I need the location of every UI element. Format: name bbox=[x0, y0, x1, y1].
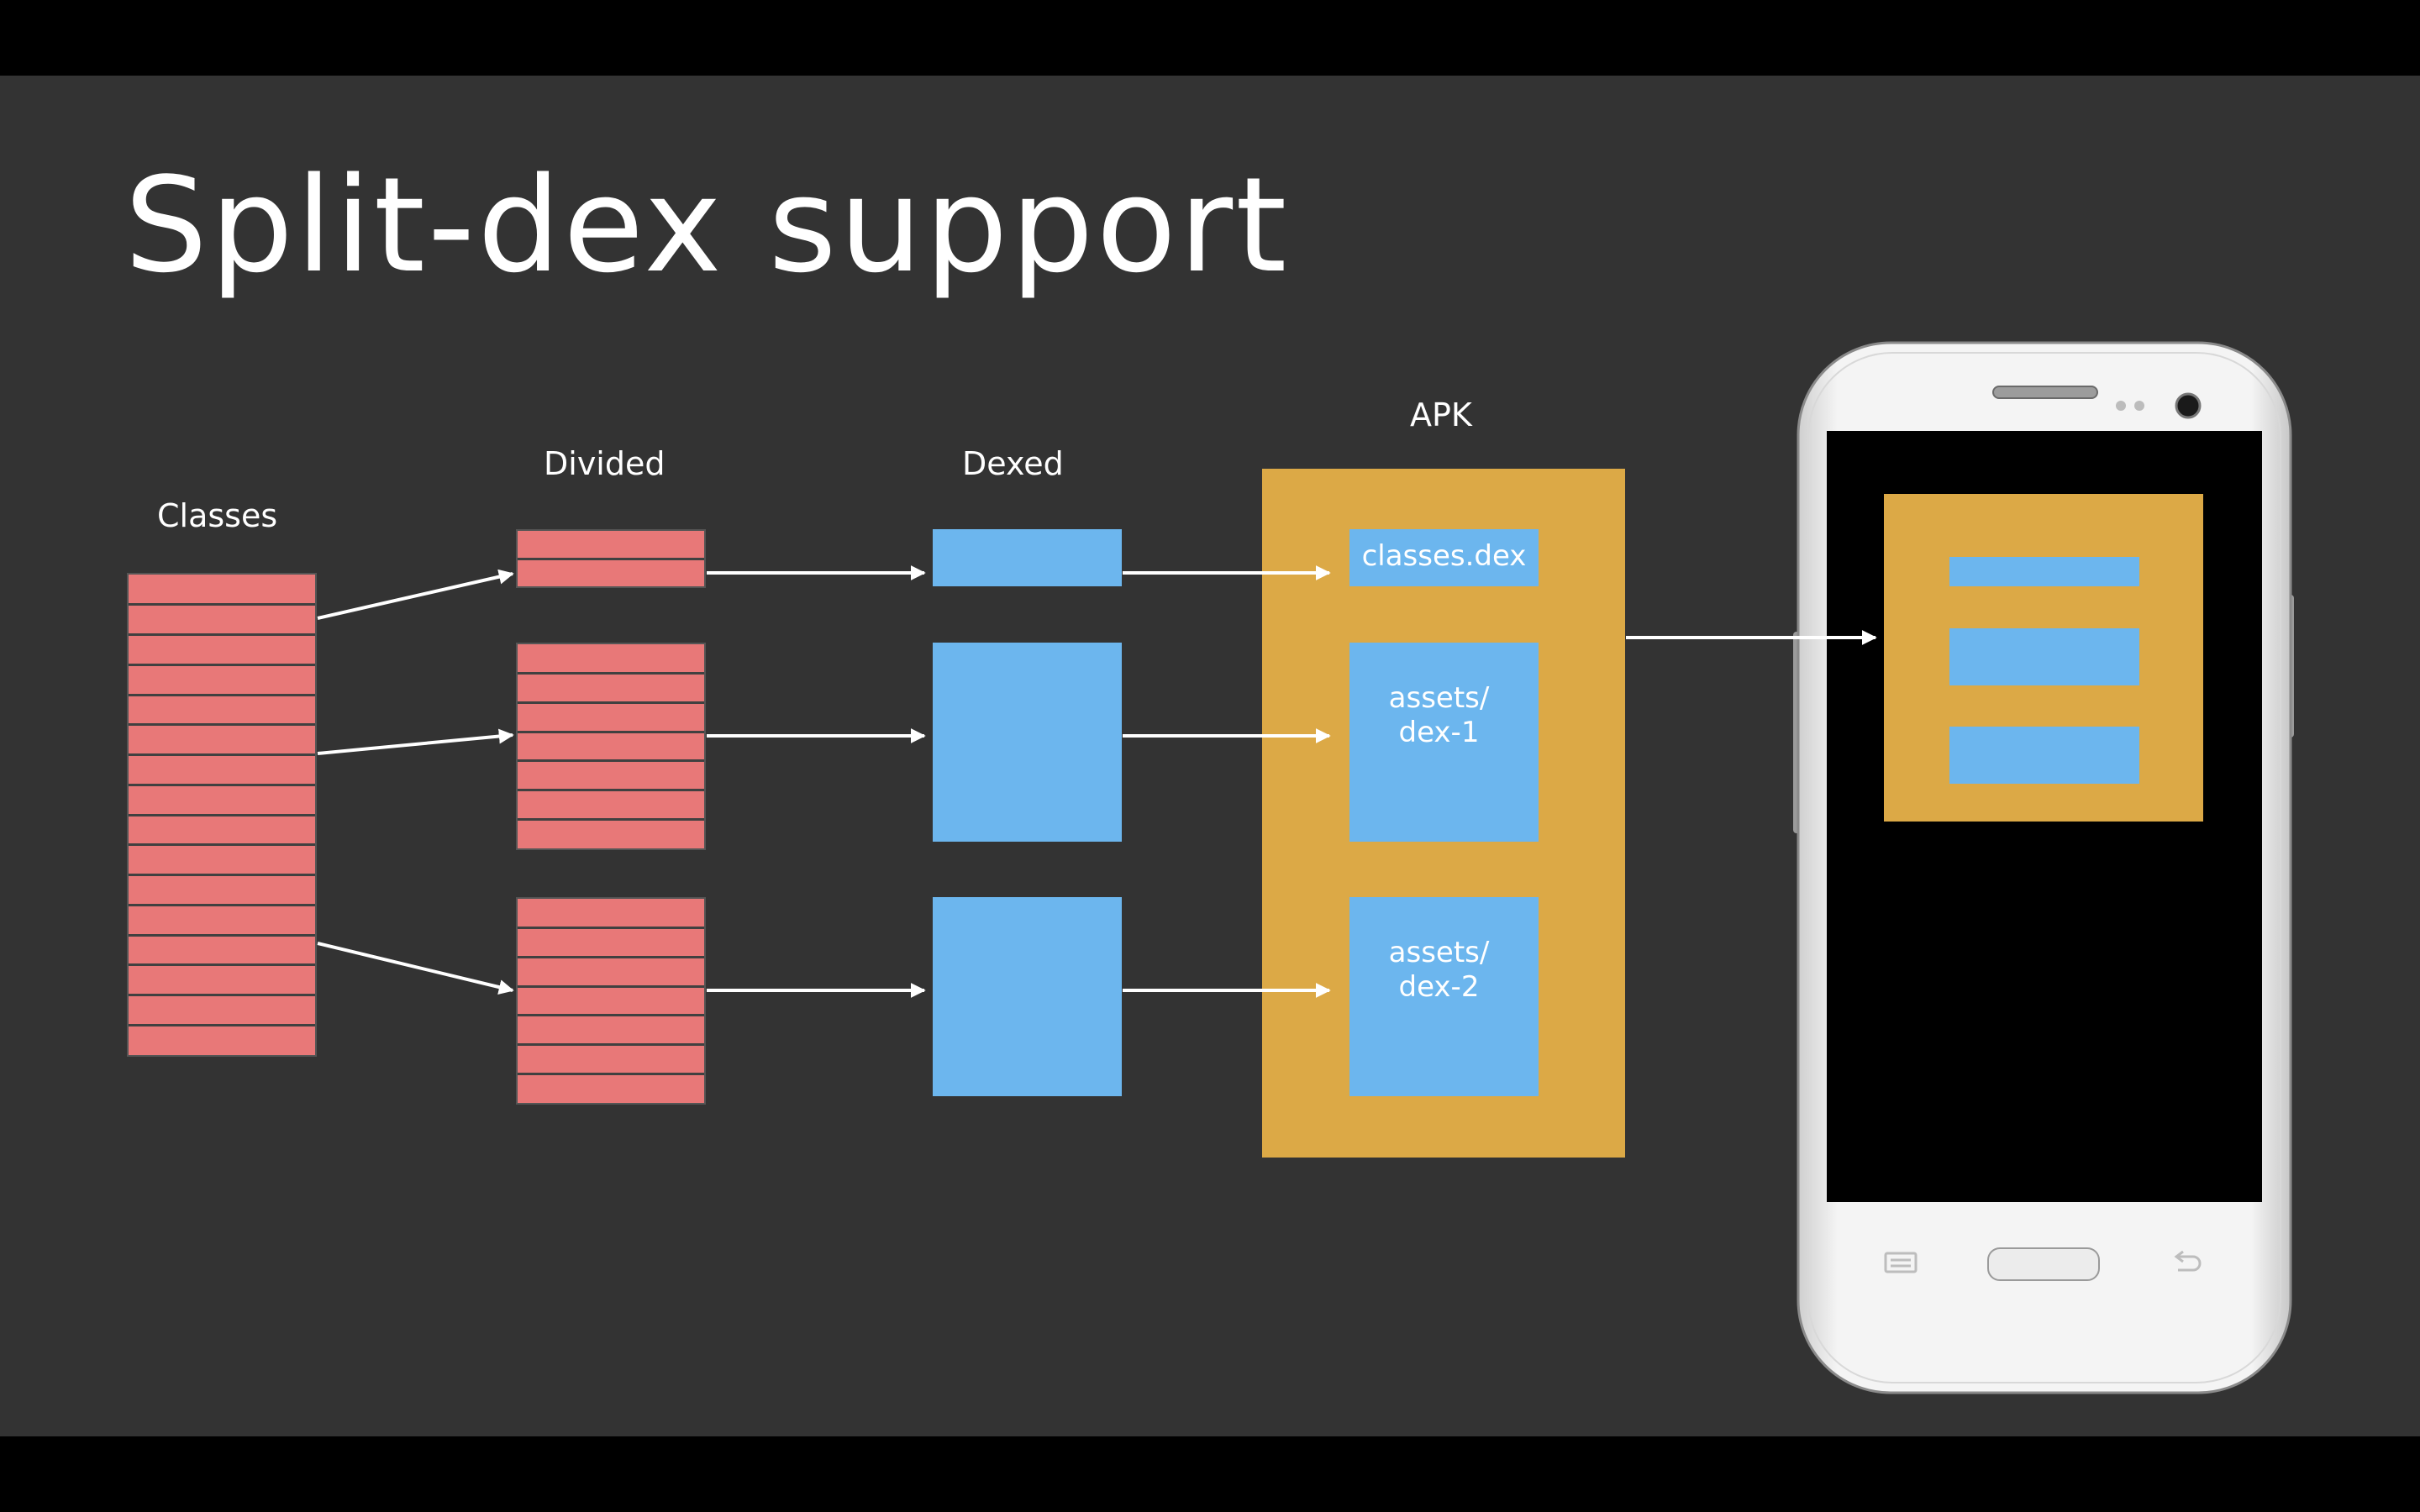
class-row-divider bbox=[518, 789, 704, 792]
flow-arrows bbox=[317, 565, 1877, 998]
phone-sensor-icon bbox=[2116, 401, 2126, 411]
class-row-divider bbox=[129, 1023, 315, 1026]
divided-stack-2 bbox=[516, 643, 706, 850]
class-row-divider bbox=[129, 903, 315, 906]
apk-dex-1: assets/ dex-1 bbox=[1349, 643, 1539, 842]
apk-container: classes.dex assets/ dex-1 assets/ dex-2 bbox=[1262, 469, 1625, 1158]
class-row-divider bbox=[518, 557, 704, 560]
class-row-divider bbox=[129, 603, 315, 606]
slide: Split-dex support Classes Divided Dexed … bbox=[0, 76, 2420, 1436]
class-row-divider bbox=[518, 1014, 704, 1017]
dexed-block-2 bbox=[933, 643, 1122, 842]
phone-home-button bbox=[1987, 1247, 2100, 1281]
class-row-divider bbox=[518, 701, 704, 704]
classes-label: Classes bbox=[157, 497, 278, 534]
apk-dex-1-label: assets/ dex-1 bbox=[1388, 681, 1490, 749]
divided-stack-1 bbox=[516, 529, 706, 588]
class-row-divider bbox=[129, 723, 315, 727]
apk-label: APK bbox=[1410, 396, 1472, 433]
divided-label: Divided bbox=[544, 445, 666, 482]
class-row-divider bbox=[518, 730, 704, 733]
class-row-divider bbox=[518, 984, 704, 988]
class-row-divider bbox=[518, 955, 704, 958]
class-row-divider bbox=[518, 1043, 704, 1047]
phone-sensor-icon bbox=[2134, 401, 2144, 411]
apk-classes-dex-label: classes.dex bbox=[1361, 539, 1527, 573]
dexed-block-3 bbox=[933, 897, 1122, 1096]
class-row-divider bbox=[129, 693, 315, 696]
installed-apk bbox=[1884, 494, 2203, 822]
divided-stack-3 bbox=[516, 897, 706, 1105]
arrow-classes-to-divided-3 bbox=[317, 942, 514, 995]
class-row-divider bbox=[129, 933, 315, 937]
apk-dex-2-label: assets/ dex-2 bbox=[1388, 936, 1490, 1004]
class-row-divider bbox=[129, 874, 315, 876]
arrow-classes-to-divided-1 bbox=[317, 569, 514, 620]
apk-dex-2: assets/ dex-2 bbox=[1349, 897, 1539, 1096]
class-row-divider bbox=[518, 817, 704, 821]
class-row-divider bbox=[129, 963, 315, 967]
phone-back-icon bbox=[2174, 1250, 2202, 1272]
phone-speaker-icon bbox=[1992, 386, 2098, 399]
class-row-divider bbox=[129, 633, 315, 636]
apk-classes-dex: classes.dex bbox=[1349, 529, 1539, 586]
installed-dex-1 bbox=[1949, 557, 2139, 586]
class-row-divider bbox=[129, 843, 315, 847]
phone-camera-icon bbox=[2175, 392, 2202, 419]
class-row-divider bbox=[129, 783, 315, 786]
dexed-block-1 bbox=[933, 529, 1122, 586]
class-row-divider bbox=[518, 1072, 704, 1075]
class-row-divider bbox=[518, 927, 704, 930]
installed-dex-2 bbox=[1949, 628, 2139, 685]
dexed-label: Dexed bbox=[962, 445, 1064, 482]
installed-dex-3 bbox=[1949, 727, 2139, 784]
slide-title: Split-dex support bbox=[124, 149, 1290, 302]
arrow-classes-to-divided-2 bbox=[317, 728, 514, 755]
class-row-divider bbox=[518, 672, 704, 675]
class-row-divider bbox=[129, 753, 315, 756]
classes-stack bbox=[127, 573, 317, 1057]
class-row-divider bbox=[129, 994, 315, 996]
class-row-divider bbox=[518, 759, 704, 763]
phone-menu-icon bbox=[1884, 1252, 1918, 1273]
class-row-divider bbox=[129, 663, 315, 666]
class-row-divider bbox=[129, 813, 315, 816]
